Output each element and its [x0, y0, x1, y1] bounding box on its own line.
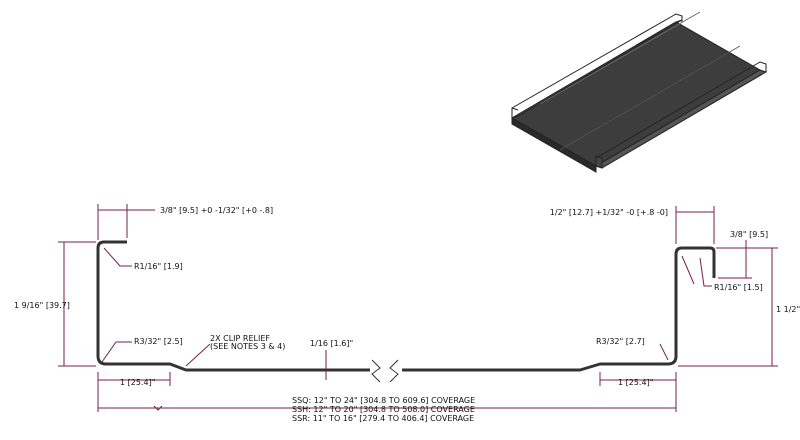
break-line-left — [371, 359, 381, 383]
panel-front-edge — [511, 117, 597, 173]
relief-depth-label: 1/16 [1.6]" — [310, 339, 353, 348]
right-bottom-radius-label: R3/32" [2.7] — [596, 337, 645, 346]
panel-profile — [96, 240, 716, 383]
profile-left-half — [96, 240, 370, 372]
coverage-ssh-label: SSH: 12" TO 20" [304.8 TO 508.0] COVERAG… — [292, 405, 475, 414]
left-bottom-radius-label: R3/32" [2.5] — [134, 337, 183, 346]
panel-isometric-view — [511, 11, 768, 173]
profile-right-half — [402, 246, 716, 372]
right-height-label: 1 1/2" [38.1] — [776, 305, 800, 314]
right-hem-height-label: 3/8" [9.5] — [730, 230, 768, 239]
left-relief-offset-label: 1 [25.4]" — [120, 378, 155, 387]
clip-relief-note: (SEE NOTES 3 & 4) — [210, 342, 285, 351]
clip-relief-label: 2X CLIP RELIEF — [210, 334, 270, 343]
right-flange-width-label: 1/2" [12.7] +1/32" -0 [+.8 -0] — [550, 208, 668, 217]
left-top-radius-label: R1/16" [1.9] — [134, 262, 183, 271]
left-height-label: 1 9/16" [39.7] — [14, 301, 70, 310]
right-top-radius-label: R1/16" [1.5] — [714, 283, 763, 292]
dimension-labels: 3/8" [9.5] +0 -1/32" [+0 -.8] 1/2" [12.7… — [14, 206, 800, 423]
left-flange-width-label: 3/8" [9.5] +0 -1/32" [+0 -.8] — [160, 206, 273, 215]
coverage-ssq-label: SSQ: 12" TO 24" [304.8 TO 609.6] COVERAG… — [292, 396, 475, 405]
break-line-right — [389, 359, 399, 383]
coverage-ssr-label: SSR: 11" TO 16" [279.4 TO 406.4] COVERAG… — [292, 414, 474, 423]
dimension-lines — [58, 204, 778, 412]
right-relief-offset-label: 1 [25.4]" — [618, 378, 653, 387]
